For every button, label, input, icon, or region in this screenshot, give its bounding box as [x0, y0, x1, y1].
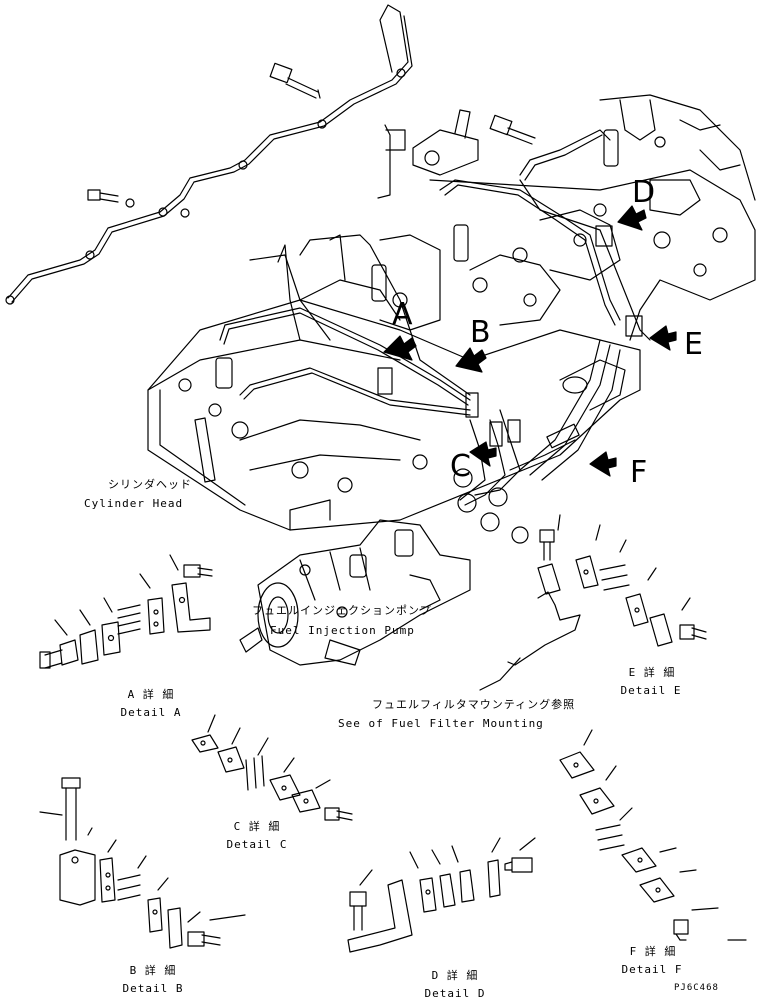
fuel-injection-pump — [240, 520, 470, 665]
detail-e — [538, 515, 706, 646]
detail-b-label-en: Detail B — [122, 982, 184, 995]
detail-e-label-en: Detail E — [620, 684, 682, 697]
fuel-pump-label-jp: フュエルインジェクションポンプ — [252, 604, 432, 617]
callout-c: C — [450, 449, 471, 484]
detail-d-label-jp: D 詳 細 — [431, 969, 479, 982]
callout-arrows — [384, 206, 676, 476]
detail-f-label-jp: F 詳 細 — [629, 945, 677, 958]
drawing-code: PJ6C468 — [674, 983, 719, 993]
callout-d: D — [632, 175, 656, 210]
fuel-filter-label-jp: フュエルフィルタマウンティング参照 — [372, 698, 576, 711]
cylinder-head-block — [148, 95, 755, 530]
detail-d — [348, 838, 535, 952]
detail-c-label-en: Detail C — [226, 838, 288, 851]
detail-a-label-jp: A 詳 細 — [127, 688, 175, 701]
detail-d-label-en: Detail D — [424, 987, 486, 1000]
detail-e-label-jp: E 詳 細 — [628, 666, 676, 679]
detail-c-label-jp: C 詳 細 — [233, 820, 281, 833]
cylinder-head-label-jp: シリンダヘッド — [108, 478, 192, 491]
detail-b — [40, 778, 245, 948]
detail-b-label-jp: B 詳 細 — [129, 964, 177, 977]
callout-a: A — [392, 297, 413, 332]
injection-pipes — [216, 130, 650, 543]
detail-a-label-en: Detail A — [120, 706, 182, 719]
upper-bracket — [413, 110, 535, 175]
return-line-pipe — [6, 5, 412, 304]
fuel-pump-label-en: Fuel Injection Pump — [270, 624, 415, 637]
detail-a — [40, 555, 212, 668]
callout-f: F — [630, 455, 648, 490]
detail-c — [192, 715, 352, 820]
detail-f — [560, 730, 746, 940]
cylinder-head-label-en: Cylinder Head — [84, 497, 184, 510]
callout-e: E — [684, 327, 703, 362]
fuel-filter-mounting-pointer — [480, 592, 580, 690]
detail-f-label-en: Detail F — [621, 963, 683, 976]
callout-b: B — [470, 315, 491, 350]
fuel-filter-label-en: See of Fuel Filter Mounting — [338, 717, 544, 730]
